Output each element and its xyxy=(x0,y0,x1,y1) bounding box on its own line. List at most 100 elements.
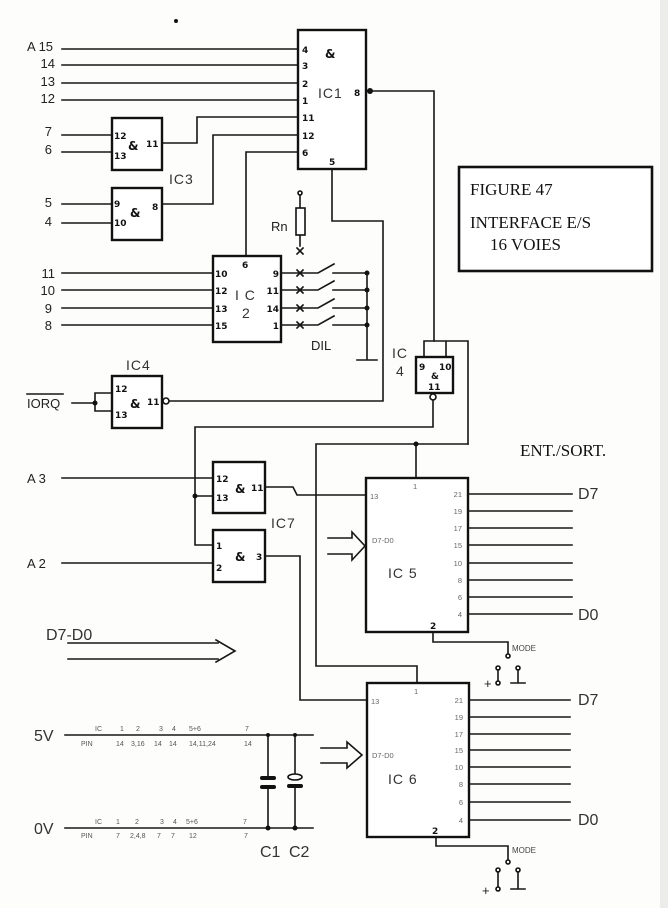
ic7a-pin: 12 xyxy=(216,475,229,485)
ic6-body xyxy=(365,681,471,839)
capacitor-icon xyxy=(287,784,303,788)
ic2-pin-out: 1 xyxy=(273,322,279,332)
vcc-ic: 2 xyxy=(136,726,140,733)
vcc-pin: 14,11,24 xyxy=(189,741,216,748)
wire-ic5-mode xyxy=(432,631,509,655)
ic7a-and-symbol: & xyxy=(235,482,245,496)
ground-icon xyxy=(356,272,378,361)
ic6-pin-out: 6 xyxy=(459,798,463,807)
resistor-label: Rn xyxy=(271,219,288,234)
ic4b-and-symbol: & xyxy=(431,372,439,382)
wire-ic7a-to-ic5 xyxy=(264,486,367,496)
figure-subtitle-2: 16 VOIES xyxy=(490,235,561,254)
ic6-pin-bottom: 2 xyxy=(432,827,438,837)
ic2-pin-out: 14 xyxy=(266,305,279,315)
ic7b-pin: 2 xyxy=(216,564,222,574)
ic4a-pin: 13 xyxy=(115,411,128,421)
page-edge-shadow xyxy=(660,0,668,908)
ic5-mode-label: MODE xyxy=(512,644,536,653)
figure-title: FIGURE 47 xyxy=(470,180,553,199)
ic1-pin-bottom: 5 xyxy=(329,158,335,168)
capacitor-icon xyxy=(260,785,276,789)
gnd-ic: 2 xyxy=(135,819,139,826)
ic2-pin-top: 6 xyxy=(242,261,248,271)
label-iorq: IORQ xyxy=(27,396,60,411)
label-a11: 11 xyxy=(42,266,56,281)
ic5-pin-out: 21 xyxy=(454,490,462,499)
caption-box xyxy=(457,165,654,273)
ic2-pin: 10 xyxy=(215,270,228,280)
ic7-gate-b xyxy=(211,528,267,584)
gnd-pin: 7 xyxy=(157,833,161,840)
vcc-pin: 14 xyxy=(169,741,177,748)
ic7-gate-a xyxy=(211,460,267,515)
ic3b-pin: 10 xyxy=(114,219,127,229)
ic3-gates: 7 6 12 13 & 11 IC3 5 4 9 10 & 8 xyxy=(45,116,299,242)
mode-jumper-icon xyxy=(495,653,526,686)
ic5-pin-out: 6 xyxy=(458,593,462,602)
vcc-ic: 3 xyxy=(159,726,163,733)
ic1-pin-out: 8 xyxy=(354,89,360,99)
ic1-nand8: & IC1 4 3 2 1 11 12 6 8 5 xyxy=(296,28,435,342)
ic1-pin: 3 xyxy=(302,62,308,72)
wire-address-bus-high xyxy=(61,48,299,101)
ic3b-and-symbol: & xyxy=(130,206,140,220)
ic2-pin-out: 11 xyxy=(266,287,279,297)
bus-label: D7-D0 xyxy=(46,627,92,644)
ic3-gate-b xyxy=(110,186,164,242)
inverter-bubble xyxy=(162,397,170,405)
vcc-ic: 5+6 xyxy=(189,726,201,733)
dil-switch-icon xyxy=(280,262,368,326)
capacitor-c2 xyxy=(287,733,303,831)
gnd-pin: 7 xyxy=(244,833,248,840)
ic4a-and-symbol: & xyxy=(130,397,140,411)
ic1-pin: 6 xyxy=(302,149,308,159)
wire-a5-a4 xyxy=(61,203,113,224)
wire-a7-a6 xyxy=(61,134,113,153)
ic2-pin: 15 xyxy=(215,322,228,332)
ic6-name: IC 6 xyxy=(388,771,418,787)
label-a4: 4 xyxy=(45,214,52,229)
c1-label: C1 xyxy=(260,844,281,861)
gnd-pin: 12 xyxy=(189,833,197,840)
ic6-pin-out: 19 xyxy=(455,713,463,722)
label-a9: 9 xyxy=(45,301,52,316)
wire-ic4-enable-bus xyxy=(315,443,469,684)
ic6-pin-out: 15 xyxy=(455,746,463,755)
ic5-pin-out: 10 xyxy=(454,559,462,568)
ic6-port: 13 1 D7-D0 IC 6 21 19 17 15 10 8 6 4 D7 … xyxy=(320,681,599,898)
label-a8: 8 xyxy=(45,318,52,333)
ink-speck xyxy=(174,19,178,23)
ic7-name: IC7 xyxy=(271,515,296,531)
ic3-name: IC3 xyxy=(169,171,194,187)
ic5-pin-top: 1 xyxy=(413,482,417,491)
gnd-pin-header: PIN xyxy=(81,833,93,840)
dil-label: DIL xyxy=(311,338,331,353)
ic6-pin-out: 8 xyxy=(459,780,463,789)
gnd-ic: 1 xyxy=(116,819,120,826)
ic1-pin: 12 xyxy=(302,132,315,142)
ic2-body xyxy=(211,254,283,344)
ic5-pin-out: 17 xyxy=(454,524,462,533)
gnd-ic: 3 xyxy=(160,819,164,826)
ic2-buffer: 11 10 9 8 6 10 12 13 15 9 11 14 1 I C 2 … xyxy=(41,190,378,361)
vcc-label: 5V xyxy=(34,728,54,745)
ic6-pin-out: 17 xyxy=(455,730,463,739)
gnd-pin: 7 xyxy=(116,833,120,840)
ic5-port: 13 1 D7-D0 IC 5 21 19 17 15 10 8 6 4 D7 … xyxy=(327,476,599,691)
wire-address-bus-mid xyxy=(61,272,214,326)
wire-ic3a-to-ic1 xyxy=(161,116,299,144)
ic5-pin-out: 8 xyxy=(458,576,462,585)
figure-subtitle: INTERFACE E/S xyxy=(470,213,591,232)
label-a5: 5 xyxy=(45,195,52,210)
ic6-bus-label: D7-D0 xyxy=(372,751,394,760)
dil-switch-array: DIL xyxy=(280,262,378,361)
bus-arrow-icon xyxy=(67,638,237,664)
electrolytic-capacitor-icon xyxy=(287,773,303,781)
ic3b-pin: 9 xyxy=(114,200,120,210)
ic4-name: IC4 xyxy=(126,357,151,373)
ic2-pin-out: 9 xyxy=(273,270,279,280)
ic2-name: I C xyxy=(235,287,256,303)
gnd-pin: 7 xyxy=(171,833,175,840)
bus-arrow-icon xyxy=(320,740,364,770)
